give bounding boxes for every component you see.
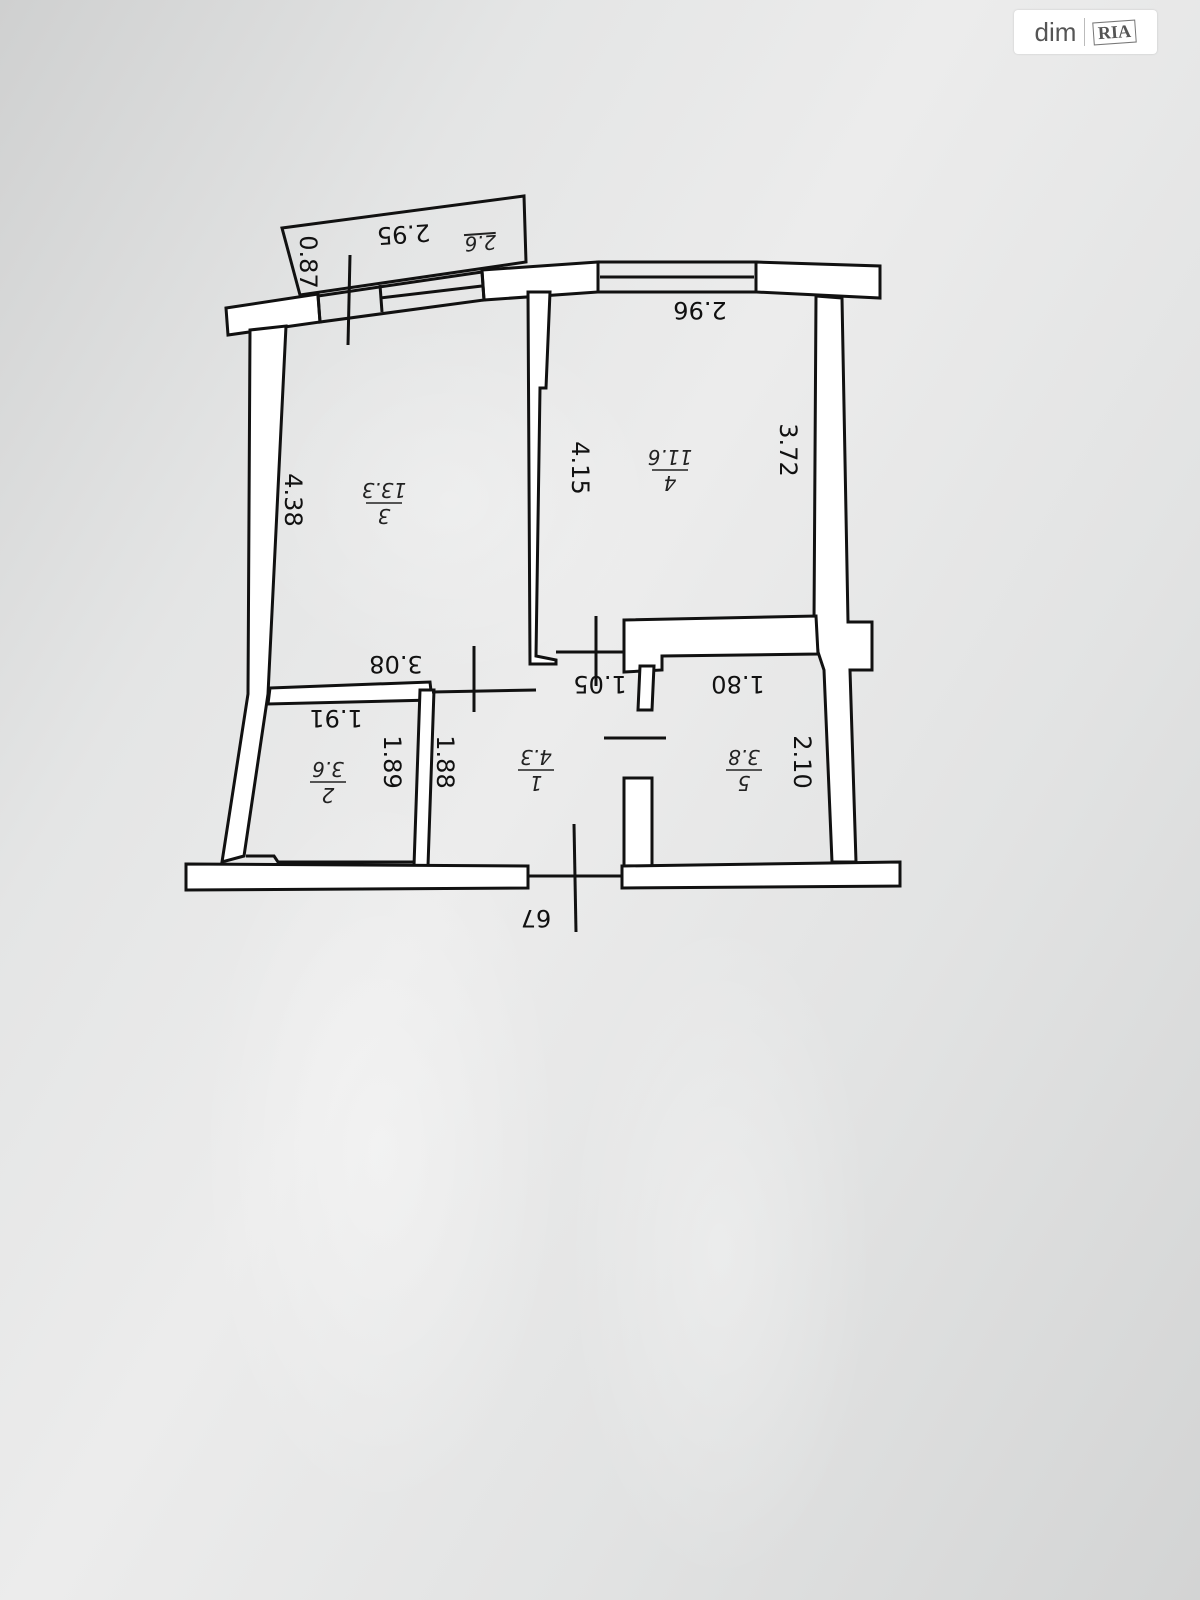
partition-1-5-bottom — [622, 776, 654, 868]
room-3-label: 3 13.3 — [362, 478, 407, 528]
dim-room4-depth-right: 3.72 — [774, 423, 802, 476]
room-3-area: 13.3 — [362, 478, 407, 502]
wall-room3-bottom — [266, 680, 434, 706]
window-left — [316, 270, 486, 324]
partition-2-1 — [412, 688, 436, 868]
dim-corridor-depth: 1.88 — [431, 735, 459, 788]
room-2-number: 2 — [322, 783, 335, 807]
dim-room5-depth: 2.10 — [788, 735, 816, 788]
dim-room5-width: 1.80 — [711, 670, 764, 698]
entrance-tick — [572, 823, 578, 933]
door-room3-line — [431, 688, 537, 694]
room-4-label: 4 11.6 — [648, 445, 693, 495]
room-2-area: 3.6 — [312, 757, 344, 781]
dim-room2-depth: 1.89 — [378, 735, 406, 788]
room-5-area: 3.8 — [728, 745, 760, 769]
partition-3-4 — [526, 290, 558, 666]
bottom-wall-left — [184, 862, 530, 892]
wall-room4-bottom — [622, 614, 820, 674]
dim-room3-width: 3.08 — [369, 650, 422, 678]
dim-ria-watermark: dim RIA — [1014, 10, 1157, 54]
room-1-area: 4.3 — [520, 745, 552, 769]
watermark-divider — [1084, 18, 1086, 46]
dim-room4-width: 2.96 — [673, 296, 726, 324]
dim-balcony-width: 2.95 — [376, 218, 431, 250]
room-2-label: 2 3.6 — [310, 757, 346, 807]
room-1-label: 1 4.3 — [518, 745, 554, 795]
dim-room4-depth-left: 4.15 — [566, 441, 594, 494]
room-4-area: 11.6 — [648, 445, 693, 469]
dim-room3-depth: 4.38 — [279, 473, 307, 526]
balcony-tick — [346, 254, 352, 346]
left-outer-wall — [220, 324, 288, 865]
room2-inner-line — [246, 854, 414, 864]
dim-balcony-depth: 0.87 — [294, 235, 322, 288]
room-3-number: 3 — [378, 504, 391, 528]
room-1-number: 1 — [530, 771, 543, 795]
window-right — [596, 260, 758, 294]
dim-corridor-width: 1.05 — [573, 670, 626, 698]
balcony-outline — [280, 194, 528, 297]
partition-1-5-top — [636, 664, 656, 712]
room-5-number: 5 — [738, 771, 751, 795]
dim-room2-width: 1.91 — [309, 704, 362, 732]
bottom-wall-right — [620, 860, 902, 890]
room-5-label: 5 3.8 — [726, 745, 762, 795]
watermark-brand: dim — [1034, 16, 1077, 47]
window-left-glass — [379, 284, 483, 300]
window-left-mullion — [378, 284, 384, 313]
right-outer-wall — [812, 294, 874, 864]
top-wall-right — [754, 260, 882, 300]
room-4-number: 4 — [664, 471, 677, 495]
entrance-number: 67 — [521, 904, 552, 932]
dim-balcony-inner: 2.6 — [464, 230, 497, 256]
